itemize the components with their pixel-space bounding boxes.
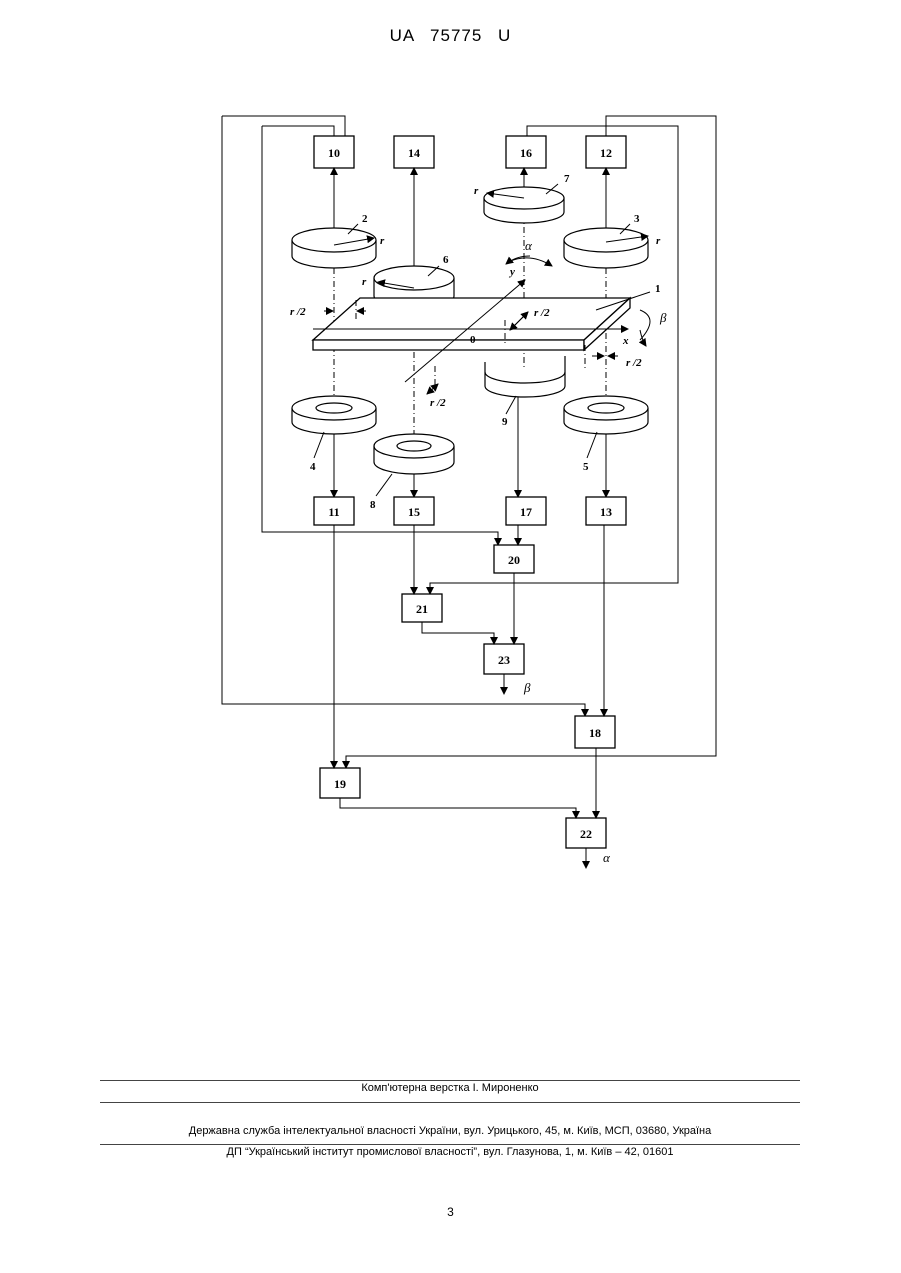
disc-9	[485, 356, 565, 397]
block-15-label: 15	[408, 505, 420, 519]
block-21-label: 21	[416, 602, 428, 616]
label-r2-center: r /2	[534, 307, 550, 319]
block-12-label: 12	[600, 146, 612, 160]
block-23-label: 23	[498, 653, 510, 667]
block-16-label: 16	[520, 146, 532, 160]
label-y: y	[508, 266, 515, 278]
label-beta-axis: β	[659, 310, 667, 325]
footer-service: Державна служба інтелектуальної власност…	[100, 1125, 800, 1137]
block-11-label: 11	[328, 505, 339, 519]
disc-3	[564, 228, 648, 268]
label-7: 7	[564, 173, 570, 185]
label-r-3: r	[656, 235, 661, 247]
footer-institute: ДП “Український інститут промислової вла…	[100, 1146, 800, 1158]
footer-rule-middle	[100, 1102, 800, 1103]
footer-rule-bottom	[100, 1144, 800, 1145]
footer-rule-top	[100, 1080, 800, 1081]
label-4: 4	[310, 461, 316, 473]
block-10-label: 10	[328, 146, 340, 160]
block-17-label: 17	[520, 505, 532, 519]
label-3: 3	[634, 213, 640, 225]
block-22-label: 22	[580, 827, 592, 841]
link-21-23	[422, 622, 494, 644]
disc-7	[484, 187, 564, 223]
label-5: 5	[583, 461, 589, 473]
output-beta-label: β	[523, 680, 531, 695]
ring-4	[292, 396, 376, 434]
label-8: 8	[370, 499, 376, 511]
footer-layout: Комп'ютерна верстка І. Мироненко	[100, 1082, 800, 1094]
ring-5	[564, 396, 648, 434]
label-9: 9	[502, 416, 508, 428]
label-alpha-top: α	[525, 238, 533, 253]
label-6: 6	[443, 254, 449, 266]
ring-8	[374, 434, 454, 474]
block-14-label: 14	[408, 146, 420, 160]
label-x: x	[622, 335, 629, 347]
loop-line-10-21	[262, 126, 334, 136]
block-20-label: 20	[508, 553, 520, 567]
label-0: 0	[470, 334, 476, 346]
link-19-22	[340, 798, 576, 818]
label-r2-bottom: r /2	[430, 397, 446, 409]
disc-2	[292, 228, 376, 268]
label-2: 2	[362, 213, 368, 225]
label-r-2: r	[380, 235, 385, 247]
label-r2-left: r /2	[290, 306, 306, 318]
block-19-label: 19	[334, 777, 346, 791]
output-alpha-label: α	[603, 850, 611, 865]
block-18-label: 18	[589, 726, 601, 740]
label-1: 1	[655, 283, 661, 295]
page-number: 3	[0, 1205, 901, 1219]
label-r2-right: r /2	[626, 357, 642, 369]
label-r-6: r	[362, 276, 367, 288]
label-r-7: r	[474, 185, 479, 197]
block-13-label: 13	[600, 505, 612, 519]
